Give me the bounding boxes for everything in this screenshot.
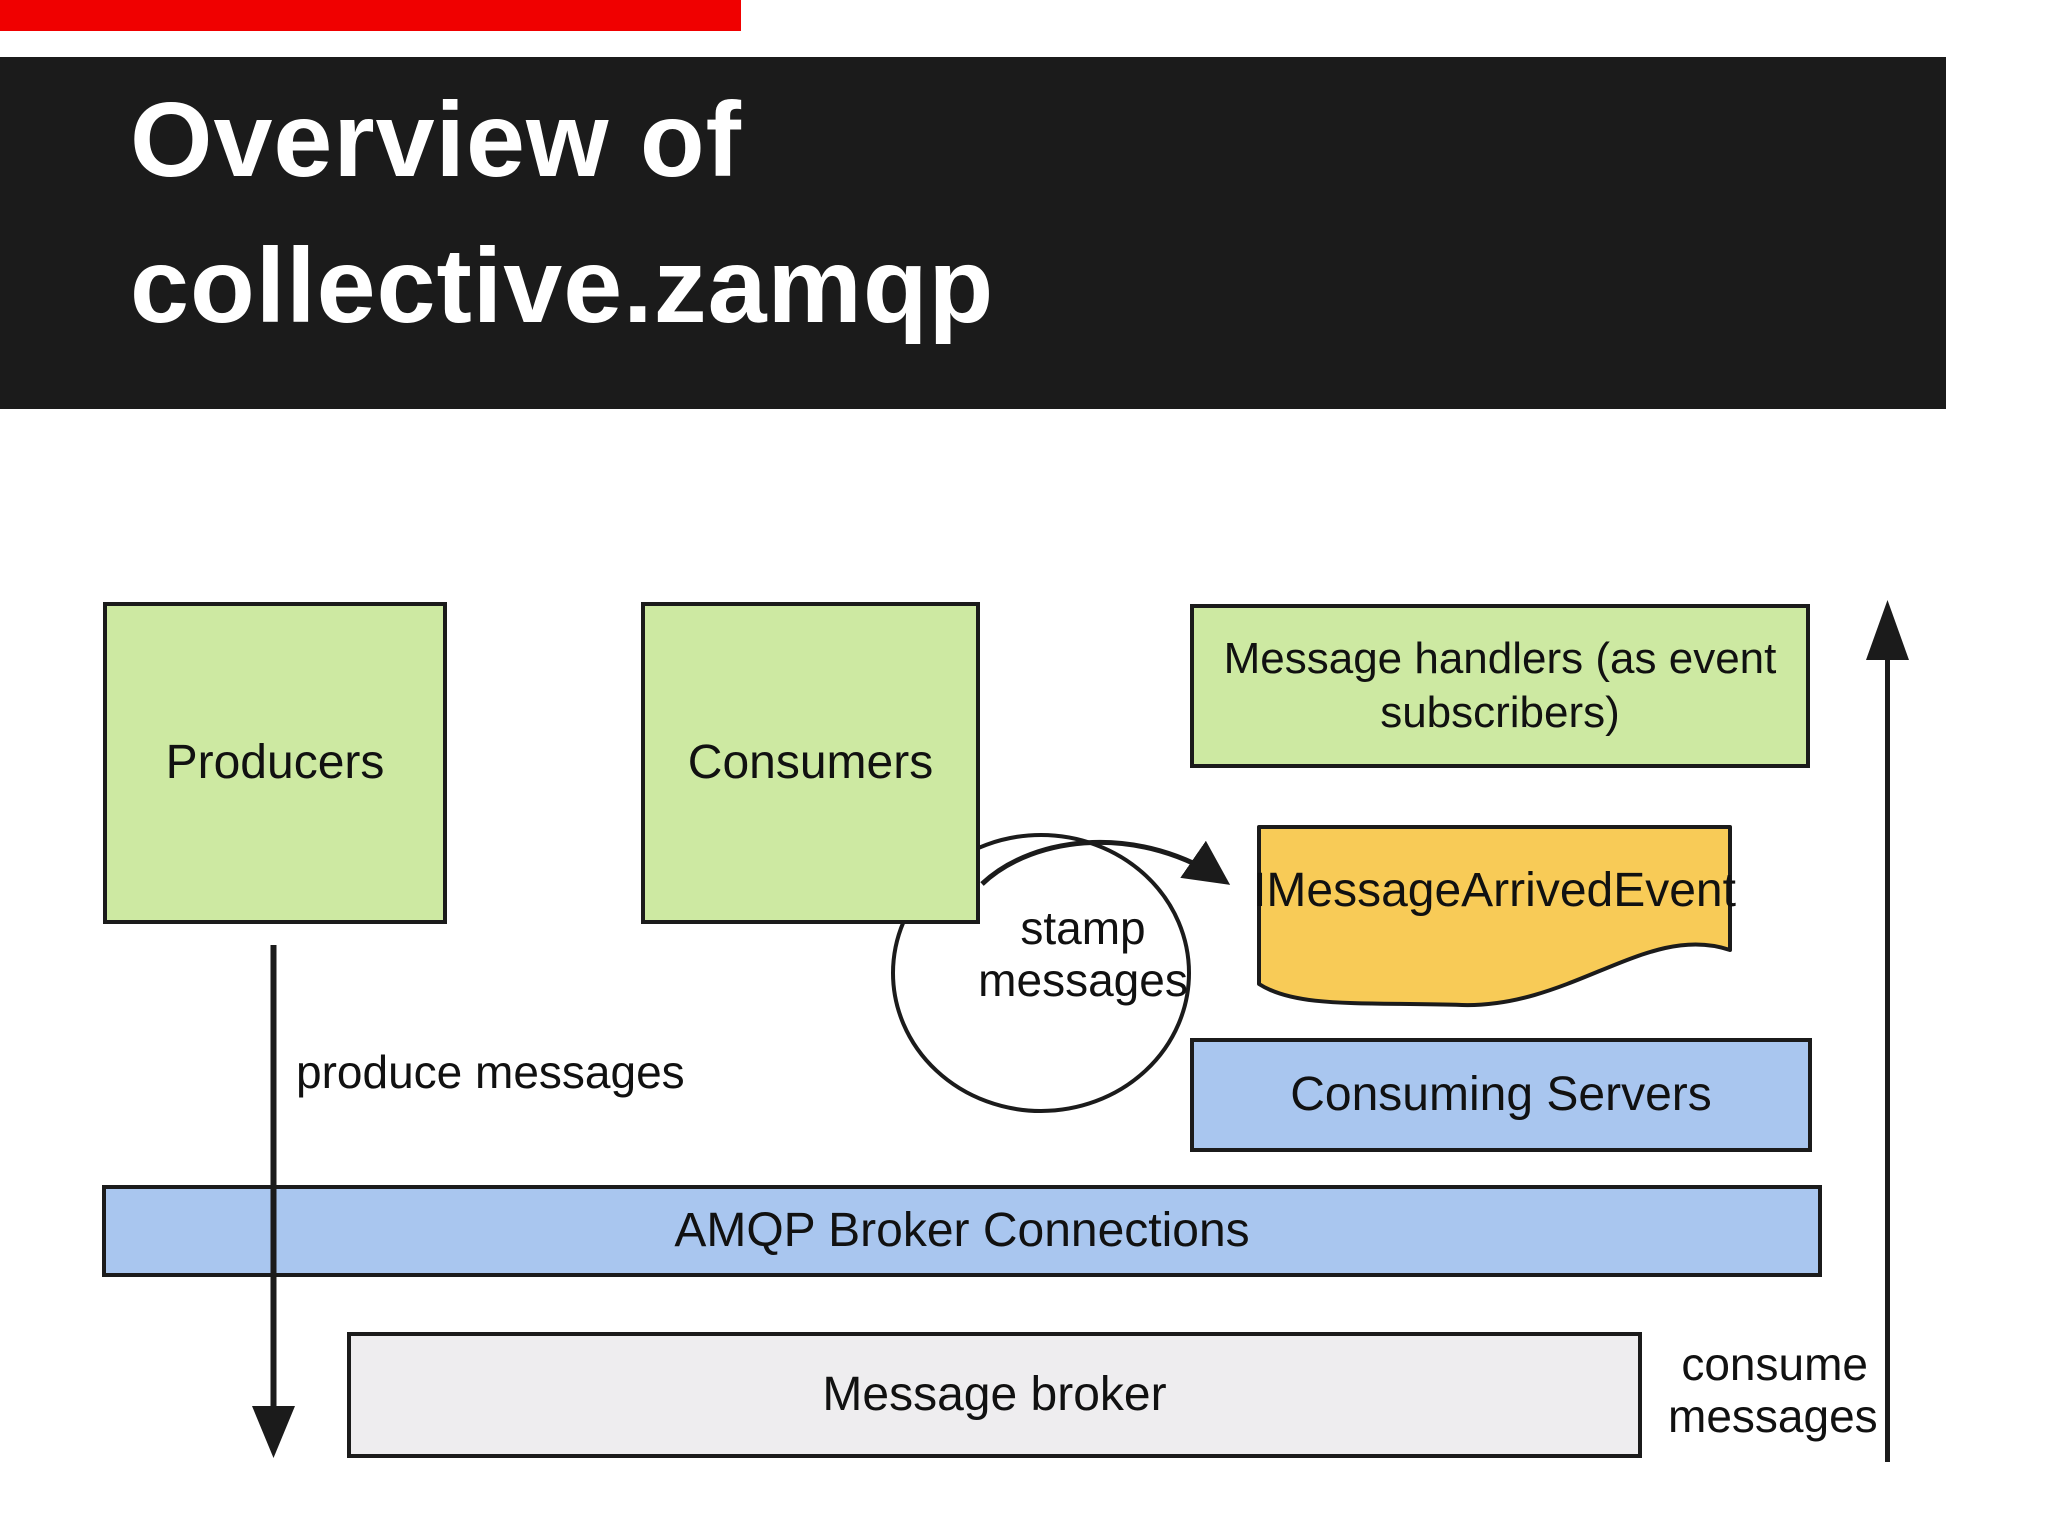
video-progress-bar	[0, 0, 741, 31]
amqp-broker-connections-bar: AMQP Broker Connections	[102, 1185, 1822, 1277]
message-handlers-line2: (as event subscribers)	[1380, 634, 1777, 737]
slide-header: Overview of collective.zamqp	[0, 57, 1946, 409]
produce-messages-label: produce messages	[296, 1046, 685, 1098]
consumers-box: Consumers	[641, 602, 980, 924]
producers-label: Producers	[165, 736, 385, 789]
page-title-line1: Overview of	[130, 81, 742, 199]
consume-messages-line1: consume	[1681, 1338, 1868, 1390]
event-note-label-wrap: IMessageArrivedEvent	[1253, 845, 1736, 935]
stamp-arrow	[980, 839, 1231, 886]
consume-messages-line2: messages	[1668, 1390, 1878, 1442]
amqp-label: AMQP Broker Connections	[674, 1204, 1250, 1257]
message-handlers-label: Message handlers (as event subscribers)	[1194, 632, 1806, 740]
stamp-messages-label: stamp messages	[933, 902, 1233, 1006]
producers-box: Producers	[103, 602, 447, 924]
stamp-messages-line1: stamp	[1020, 902, 1146, 954]
message-broker-label: Message broker	[822, 1368, 1167, 1421]
consumers-label: Consumers	[687, 736, 934, 789]
message-handlers-line1: Message handlers	[1223, 634, 1584, 683]
event-note-label: IMessageArrivedEvent	[1253, 863, 1736, 917]
consuming-servers-label: Consuming Servers	[1290, 1068, 1712, 1121]
message-broker-box: Message broker	[347, 1332, 1642, 1458]
consume-messages-label: consume messages	[1668, 1338, 1878, 1442]
page-title-line2: collective.zamqp	[130, 227, 995, 345]
stamp-messages-line2: messages	[978, 954, 1188, 1006]
consuming-servers-box: Consuming Servers	[1190, 1038, 1812, 1152]
page-title: Overview of collective.zamqp	[130, 67, 994, 359]
consume-arrow	[1866, 600, 1909, 1462]
message-handlers-box: Message handlers (as event subscribers)	[1190, 604, 1810, 768]
